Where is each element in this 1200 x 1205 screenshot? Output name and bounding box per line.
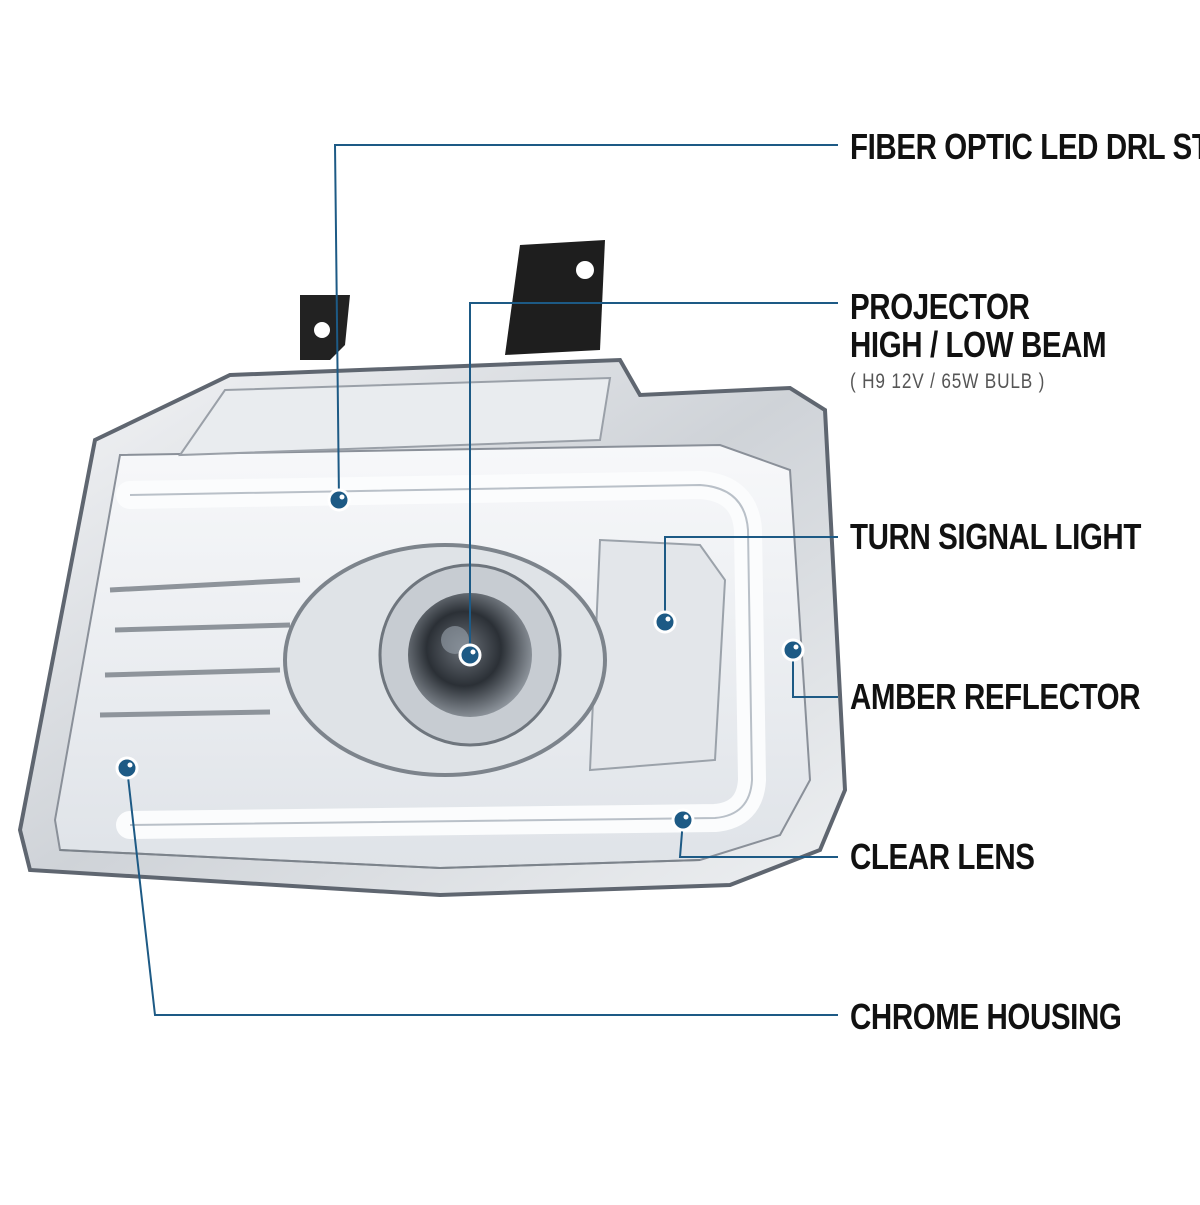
label-turn-signal: TURN SIGNAL LIGHT [850, 516, 1141, 557]
label-drl-strip: FIBER OPTIC LED DRL STRIP [850, 126, 1200, 167]
label-projector: PROJECTOR [850, 286, 1030, 327]
mounting-bracket-left [300, 295, 350, 360]
drl-dot [327, 488, 351, 512]
mounting-bracket-right [505, 240, 605, 355]
projector-dot [458, 643, 482, 667]
label-bulb-spec: ( H9 12V / 65W BULB ) [850, 370, 1046, 393]
lens-bottom-edge [59, 849, 701, 870]
clear-lens-dot [671, 808, 695, 832]
label-high-low-beam: HIGH / LOW BEAM [850, 324, 1107, 365]
chrome-fins [99, 577, 301, 718]
top-chamber [178, 376, 612, 457]
label-clear-lens: CLEAR LENS [850, 836, 1035, 877]
chrome-housing-dot [115, 756, 139, 780]
drl-strip-outline [129, 483, 754, 826]
turn-signal-reflector [588, 538, 727, 772]
callout-lines [126, 144, 838, 1016]
turn-signal-dot [653, 610, 677, 634]
amber-reflector-dot [781, 638, 805, 662]
label-amber-reflector: AMBER REFLECTOR [850, 676, 1141, 717]
label-chrome-housing: CHROME HOUSING [850, 996, 1122, 1037]
callout-dots [115, 488, 805, 832]
projector-assembly [283, 543, 607, 777]
